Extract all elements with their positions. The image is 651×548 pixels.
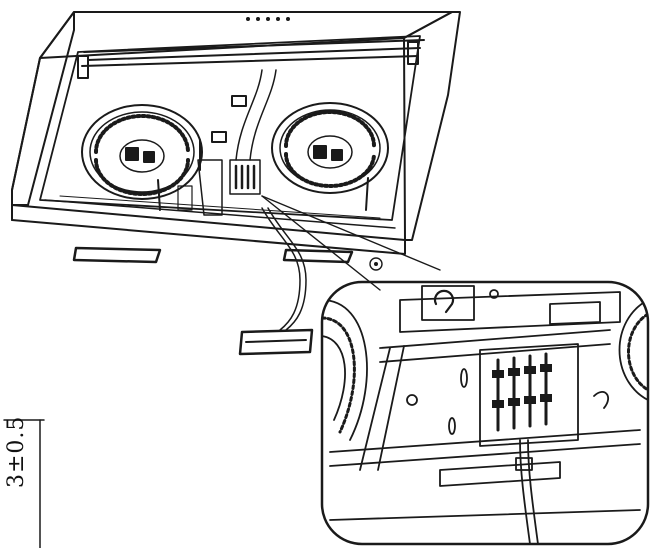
hood-body — [11, 11, 461, 255]
light-cover-right — [282, 248, 354, 264]
right-fan — [271, 102, 389, 194]
center-wiring-block — [157, 69, 369, 216]
zoom-detail-inset — [320, 280, 650, 546]
light-cover-left — [72, 246, 162, 264]
zoom-leader-lines — [261, 195, 441, 291]
left-fan — [81, 104, 203, 200]
dimension-bracket — [3, 419, 45, 548]
power-cable — [261, 207, 307, 331]
top-vent-dots — [246, 17, 290, 21]
plug-connector — [238, 328, 314, 356]
dimension-label: 3±0.5 — [4, 415, 29, 488]
